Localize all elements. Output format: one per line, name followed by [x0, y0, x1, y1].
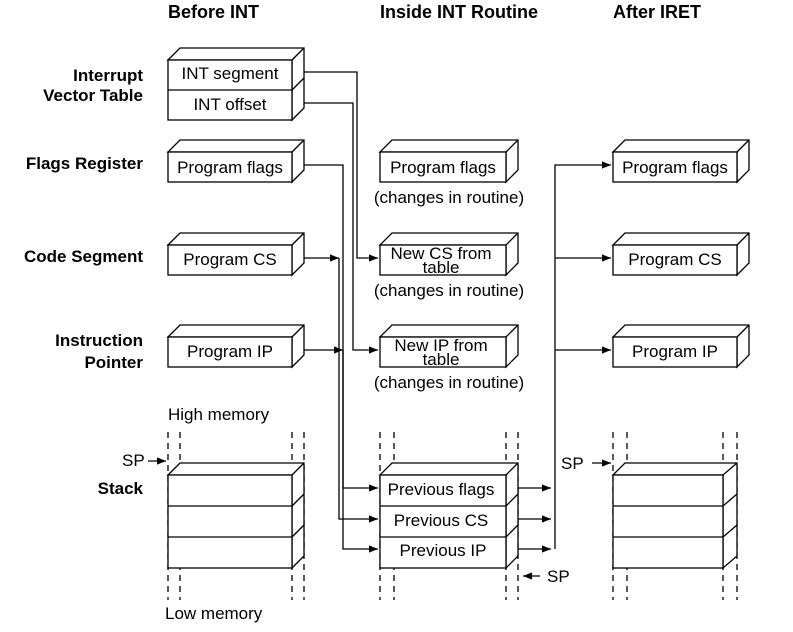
ivt-box: [166, 47, 305, 122]
before-flags-box: [166, 139, 305, 184]
ivt-int-offset: INT offset: [193, 95, 266, 114]
inside-stack-previous-ip: Previous IP: [400, 541, 487, 560]
header-after-iret: After IRET: [613, 2, 701, 22]
inside-new-ip-line1: New IP from: [394, 336, 487, 355]
row-label-pointer: Pointer: [84, 353, 143, 372]
inside-new-cs-line2: table: [423, 258, 460, 277]
inside-ip-note: (changes in routine): [374, 373, 524, 392]
before-ip-box: [166, 324, 305, 369]
ivt-segment-to-new-cs-arrow: [304, 71, 378, 262]
ip-to-stack-arrow: [342, 350, 378, 553]
inside-ip-box: [378, 324, 519, 369]
inside-new-cs-line1: New CS from: [390, 244, 491, 263]
cs-to-stack-arrow: [338, 258, 378, 523]
inside-cs-box: [378, 232, 519, 277]
restore-flags-arrow: [554, 161, 611, 549]
row-label-code-segment: Code Segment: [24, 247, 143, 266]
header-before-int: Before INT: [168, 2, 259, 22]
inside-flags-note: (changes in routine): [374, 188, 524, 207]
row-label-instruction: Instruction: [55, 331, 143, 350]
after-sp-label: SP: [561, 454, 584, 473]
after-ip-box: [611, 324, 750, 369]
high-memory-label: High memory: [168, 405, 270, 424]
header-inside-int-routine: Inside INT Routine: [380, 2, 538, 22]
after-stack: [611, 432, 738, 600]
low-memory-label: Low memory: [165, 604, 263, 623]
row-label-vector-table: Vector Table: [43, 86, 143, 105]
after-program-cs: Program CS: [628, 250, 722, 269]
after-program-ip: Program IP: [632, 342, 718, 361]
before-program-ip: Program IP: [187, 342, 273, 361]
row-label-interrupt: Interrupt: [73, 66, 143, 85]
row-label-stack: Stack: [98, 479, 144, 498]
ivt-offset-to-new-ip-arrow: [304, 102, 378, 354]
before-cs-box: [166, 232, 305, 277]
inside-stack-previous-cs: Previous CS: [394, 511, 488, 530]
inside-stack-previous-flags: Previous flags: [388, 480, 495, 499]
before-program-cs: Program CS: [183, 250, 277, 269]
before-program-flags: Program flags: [177, 158, 283, 177]
before-stack: [166, 432, 305, 600]
inside-flags-box: [378, 139, 519, 184]
inside-program-flags: Program flags: [390, 158, 496, 177]
inside-sp-label: SP: [547, 567, 570, 586]
after-program-flags: Program flags: [622, 158, 728, 177]
before-sp-label: SP: [122, 451, 145, 470]
inside-cs-note: (changes in routine): [374, 281, 524, 300]
after-cs-box: [611, 232, 750, 277]
row-label-flags-register: Flags Register: [26, 154, 144, 173]
flags-to-stack-arrow: [304, 164, 378, 492]
after-flags-box: [611, 139, 750, 184]
inside-new-ip-line2: table: [423, 350, 460, 369]
inside-stack: [378, 432, 519, 600]
ivt-int-segment: INT segment: [181, 64, 278, 83]
